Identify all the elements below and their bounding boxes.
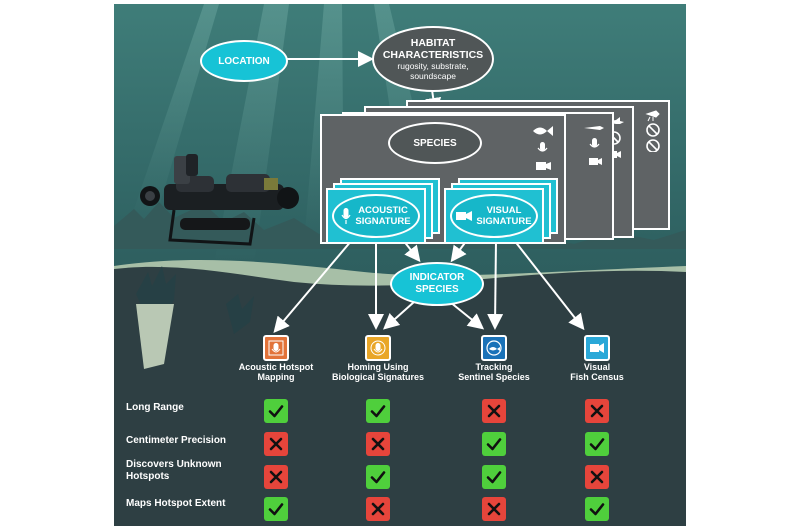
indicator-label-line1: INDICATOR	[409, 272, 465, 283]
camera-icon	[456, 211, 473, 221]
cross-icon	[482, 497, 506, 521]
cross-icon	[366, 432, 390, 456]
check-icon	[585, 497, 609, 521]
habitat-title-line2: CHARACTERISTICS	[382, 49, 484, 61]
check-icon	[585, 432, 609, 456]
acoustic-label-line2: SIGNATURE	[355, 216, 411, 227]
location-node: LOCATION	[200, 40, 288, 82]
species-label: SPECIES	[413, 137, 457, 149]
habitat-node: HABITAT CHARACTERISTICS rugosity, substr…	[372, 26, 494, 92]
species-node: SPECIES	[388, 122, 482, 164]
visual-card-front: VISUAL SIGNATURE	[444, 188, 544, 244]
criterion-label-maps-hotspot-extent: Maps Hotspot Extent	[126, 498, 226, 509]
tracking-sentinel-species-icon	[481, 335, 507, 361]
homing-biological-signatures-icon	[365, 335, 391, 361]
cross-icon	[585, 399, 609, 423]
cross-icon	[264, 432, 288, 456]
robot-vehicle-icon	[140, 154, 299, 246]
criterion-label-long-range: Long Range	[126, 402, 184, 413]
check-icon	[264, 399, 288, 423]
indicator-label-line2: SPECIES	[415, 284, 459, 295]
check-icon	[366, 465, 390, 489]
visual-label-line1: VISUAL	[486, 205, 522, 216]
habitat-title-line1: HABITAT	[410, 37, 456, 49]
mic-icon	[341, 208, 351, 224]
check-icon	[482, 432, 506, 456]
sawfish-and-mic-icons	[584, 126, 604, 165]
cross-icon	[585, 465, 609, 489]
acoustic-signature-node: ACOUSTIC SIGNATURE	[332, 194, 420, 238]
indicator-species-node: INDICATOR SPECIES	[390, 262, 484, 306]
cross-icon	[482, 399, 506, 423]
fish-mic-camera-icons	[533, 126, 553, 170]
squid-and-no-icons	[645, 110, 660, 152]
acoustic-card-front: ACOUSTIC SIGNATURE	[326, 188, 426, 244]
criterion-label-centimeter-precision: Centimeter Precision	[126, 435, 227, 446]
diagram-canvas: LOCATION HABITAT CHARACTERISTICS rugosit…	[114, 4, 686, 526]
visual-fish-census-icon	[584, 335, 610, 361]
cross-icon	[366, 497, 390, 521]
acoustic-hotspot-mapping-icon	[263, 335, 289, 361]
location-label: LOCATION	[218, 55, 270, 67]
cross-icon	[264, 465, 288, 489]
visual-label-line2: SIGNATURE	[476, 216, 532, 227]
check-icon	[482, 465, 506, 489]
habitat-sub-line1: rugosity, substrate,	[397, 61, 469, 71]
habitat-sub-line2: soundscape	[410, 71, 456, 81]
acoustic-label-line1: ACOUSTIC	[358, 205, 408, 216]
check-icon	[366, 399, 390, 423]
visual-signature-node: VISUAL SIGNATURE	[450, 194, 538, 238]
check-icon	[264, 497, 288, 521]
